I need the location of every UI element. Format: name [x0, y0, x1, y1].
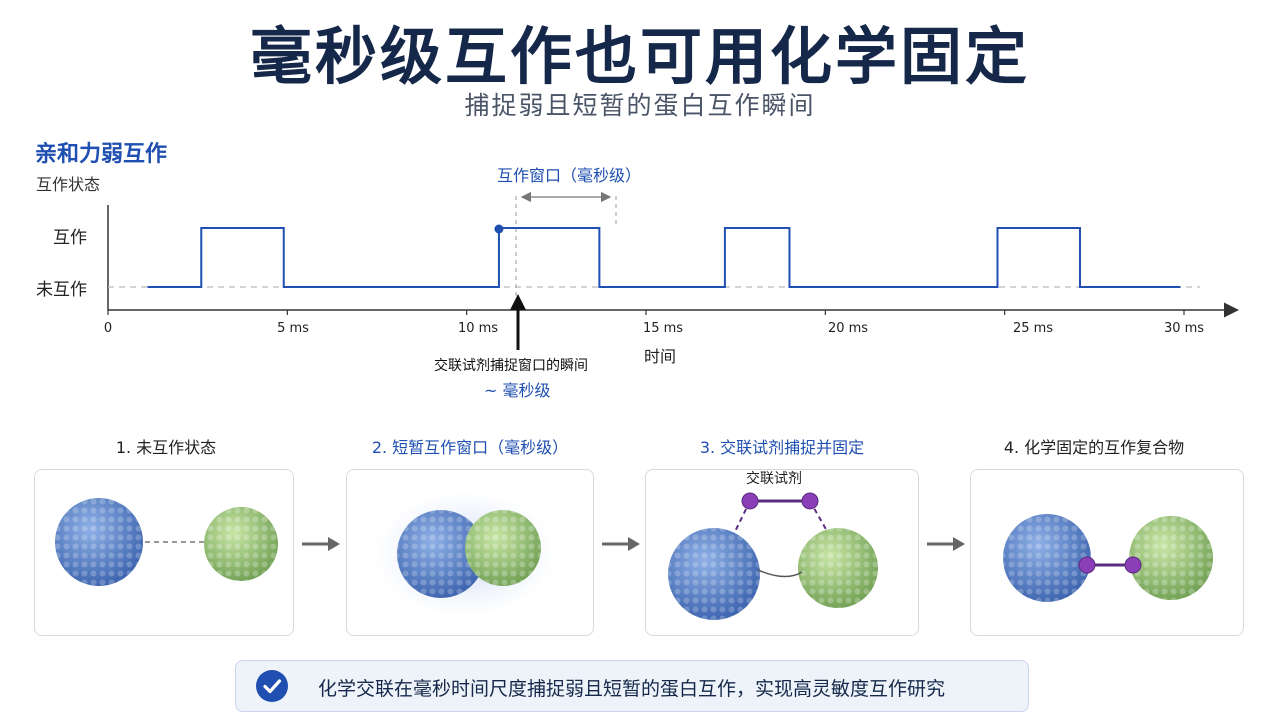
page-subtitle: 捕捉弱且短暂的蛋白互作瞬间	[464, 91, 816, 120]
check-circle-icon	[256, 670, 288, 702]
window-label: 互作窗口（毫秒级）	[497, 166, 642, 185]
step-4-panel	[970, 469, 1244, 636]
page-title: 毫秒级互作也可用化学固定	[249, 20, 1030, 93]
step-arrow-2	[602, 537, 640, 551]
capture-arrow-head	[510, 294, 526, 310]
green-protein	[465, 510, 541, 586]
y-axis-title: 互作状态	[36, 175, 101, 194]
step-3-title: 3. 交联试剂捕捉并固定	[699, 438, 865, 457]
green-protein	[204, 507, 278, 581]
x-tick-label: 15 ms	[642, 321, 684, 336]
step-arrow-3	[927, 537, 965, 551]
blue-protein	[668, 528, 760, 620]
x-tick-label: 25 ms	[1012, 321, 1054, 336]
timeline-chart	[107, 191, 1239, 350]
y-label-interacting: 互作	[53, 228, 87, 248]
step-1-panel	[34, 469, 294, 636]
capture-point	[494, 224, 504, 234]
crosslinker-atom-right	[1124, 556, 1142, 574]
crosslinker-atom-left	[741, 492, 759, 510]
green-protein	[1129, 516, 1213, 600]
crosslinker-atom-left	[1078, 556, 1096, 574]
step-4-title: 4. 化学固定的互作复合物	[1003, 438, 1185, 457]
x-axis-label: 时间	[644, 347, 677, 366]
y-label-not-interacting: 未互作	[36, 280, 87, 300]
x-tick-label: 10 ms	[457, 321, 499, 336]
summary-banner: 化学交联在毫秒时间尺度捕捉弱且短暂的蛋白互作，实现高灵敏度互作研究	[235, 660, 1029, 712]
step-1-title: 1. 未互作状态	[115, 438, 217, 457]
blue-protein	[397, 510, 485, 598]
capture-label: 交联试剂捕捉窗口的瞬间	[434, 358, 588, 374]
summary-text: 化学交联在毫秒时间尺度捕捉弱且短暂的蛋白互作，实现高灵敏度互作研究	[318, 678, 946, 700]
chart-section-title: 亲和力弱互作	[35, 142, 168, 167]
step-3-panel: 交联试剂	[645, 469, 919, 636]
x-tick-label: 30 ms	[1163, 321, 1205, 336]
crosslinker-atom-right	[801, 492, 819, 510]
interaction-signal-line	[147, 227, 1181, 288]
blue-protein	[1003, 514, 1091, 602]
capture-sublabel: ~ 毫秒级	[484, 381, 551, 400]
step-2-panel	[346, 469, 594, 636]
blue-protein	[55, 498, 143, 586]
step-arrow-1	[302, 537, 340, 551]
x-tick-label: 20 ms	[827, 321, 869, 336]
green-protein	[798, 528, 878, 608]
x-tick-label: 0	[103, 321, 113, 336]
crosslinker-label: 交联试剂	[746, 471, 802, 487]
x-tick-label: 5 ms	[277, 321, 309, 336]
contact-line	[757, 569, 803, 578]
step-2-title: 2. 短暂互作窗口（毫秒级）	[371, 438, 569, 457]
